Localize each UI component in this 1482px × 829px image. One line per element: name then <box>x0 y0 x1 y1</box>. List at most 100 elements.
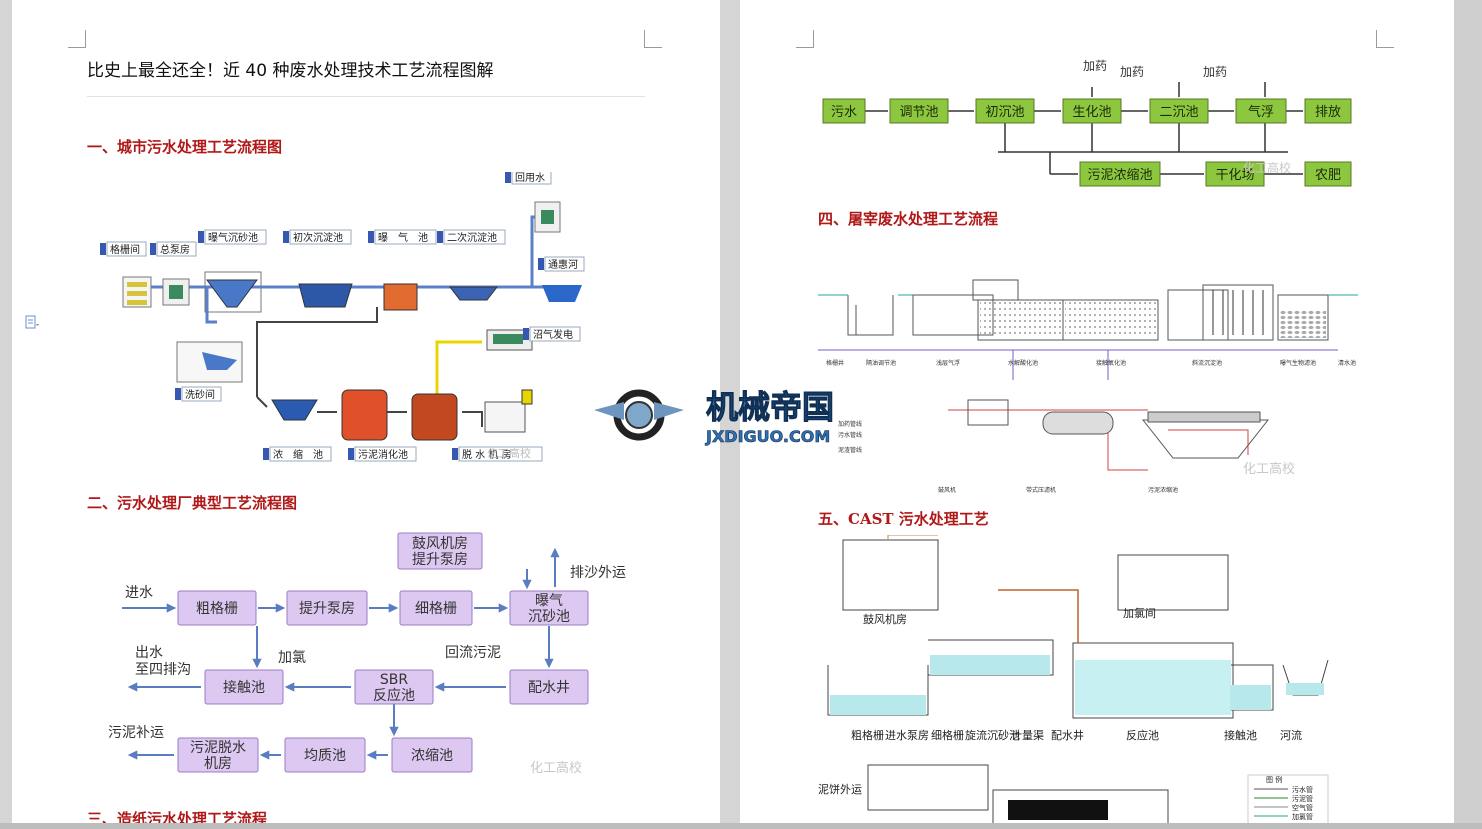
fig3-box <box>1205 161 1265 187</box>
fig2-arrowhead <box>284 682 295 692</box>
fig2-node-label: 鼓风机房 <box>412 536 468 552</box>
label-box <box>458 446 543 462</box>
fig3-box-label: 污水 <box>831 105 857 120</box>
fig4-label: 带式压滤机 <box>1026 486 1056 494</box>
fig5-label: 旋流沉砂池 <box>965 728 1020 742</box>
fig4-label: 曝气生物滤池 <box>1280 359 1316 367</box>
label-box <box>289 229 352 245</box>
vertical-scrollbar[interactable] <box>1454 0 1482 829</box>
fig3-box <box>822 98 866 124</box>
fig3-box-label: 二沉池 <box>1159 105 1198 120</box>
fig1-label: 总泵房 <box>160 243 190 256</box>
fig1-label: 二次沉淀池 <box>447 231 497 244</box>
figure-urban-sewage-flow: 格栅间总泵房曝气沉砂池初次沉淀池曝 气 池二次沉淀池回用水通惠河洗砂间沼气发电浓… <box>87 172 592 477</box>
watermark-text: 化工高校 <box>1243 461 1295 477</box>
fig3-box-label: 干化场 <box>1215 168 1254 183</box>
crop-mark <box>796 30 814 48</box>
fig2-node-label: 接触池 <box>223 679 265 696</box>
fig1-label: 污泥消化池 <box>358 448 408 461</box>
fig3-box-label: 气浮 <box>1248 104 1274 120</box>
fig2-annotation: 污泥补运 <box>108 725 164 741</box>
fig2-node <box>284 737 366 773</box>
site-watermark-logo: 机械帝国 JXDIGUO.COM <box>594 388 835 446</box>
fig2-arrowhead <box>544 658 554 669</box>
fig2-node <box>177 590 257 626</box>
fig5-legend-label: 加氯管 <box>1292 812 1313 821</box>
fig2-annotation: 加氯 <box>278 650 306 666</box>
fig1-label: 洗砂间 <box>185 388 215 401</box>
fig2-arrowhead <box>127 682 138 692</box>
fig2-node-label: 机房 <box>204 756 232 772</box>
fig2-arrowhead <box>127 750 138 760</box>
label-box <box>443 229 506 245</box>
page-left: 比史上最全还全！近 40 种废水处理技术工艺流程图解 一、城市污水处理工艺流程图 <box>12 0 720 829</box>
fig3-box-label: 初沉池 <box>985 105 1024 120</box>
fig5-legend-box <box>1247 774 1329 825</box>
fig2-node-label: 反应池 <box>373 687 415 704</box>
fig3-dosing-label: 加药 <box>1120 65 1144 79</box>
fig3-box <box>1235 98 1287 124</box>
fig4-label: 格栅井 <box>826 359 844 367</box>
label-marker <box>437 231 443 243</box>
fig4-label: 加药管线 <box>838 420 862 428</box>
watermark-text: 化工高校 <box>530 760 582 776</box>
fig3-dosing-label: 加药 <box>1083 59 1107 73</box>
fig2-annotation: 排沙外运 <box>570 565 626 581</box>
crop-mark <box>1376 30 1394 48</box>
page-right: 污水调节池初沉池生化池二沉池气浮排放污泥浓缩池干化场农肥加药加药加药 化工高校 … <box>740 0 1454 829</box>
fig2-arrowhead <box>259 750 270 760</box>
fig2-node-label: 提升泵房 <box>412 552 468 568</box>
figure-cast-process: 鼓风机房加氯间粗格栅进水泵房细格栅旋流沉砂池计量渠配水井反应池接触池河流泥饼外运… <box>818 535 1363 825</box>
fig3-box-label: 排放 <box>1315 105 1341 120</box>
label-box <box>204 229 267 245</box>
label-box <box>156 241 197 257</box>
fig2-node <box>177 737 259 773</box>
fig4-label: 接触氧化池 <box>1096 359 1126 367</box>
fig2-node-label: 细格栅 <box>415 601 457 617</box>
fig1-label: 沼气发电 <box>533 328 573 341</box>
watermark-name: 机械帝国 <box>706 388 834 426</box>
fig2-node-label: 浓缩池 <box>411 748 453 764</box>
fig4-label: 斜流沉淀池 <box>1192 359 1222 367</box>
watermark-text: 化工高校 <box>1243 160 1291 175</box>
watermark-text: 化工高校 <box>487 446 531 460</box>
fig2-arrowhead <box>166 603 177 613</box>
fig2-arrowhead <box>252 658 262 669</box>
fig4-label: 污泥浓缩池 <box>1148 486 1178 494</box>
fig2-annotation: 出水 <box>135 645 163 661</box>
figure-slaughter-wastewater-flow: 格栅井隔油调节池浅层气浮水解酸化池接触氧化池斜流沉淀池曝气生物滤池清水池加药管线… <box>818 240 1363 495</box>
crop-mark <box>644 30 662 48</box>
label-box <box>544 256 585 272</box>
document-icon[interactable] <box>25 315 39 330</box>
fig2-annotation: 回流污泥 <box>445 645 501 661</box>
fig3-box <box>1062 98 1122 124</box>
label-marker <box>150 243 156 255</box>
fig5-legend-label: 污泥管 <box>1292 794 1313 803</box>
fig5-legend-label: 空气管 <box>1292 803 1313 812</box>
title-divider <box>87 96 645 97</box>
fig5-label: 反应池 <box>1126 728 1159 742</box>
fig2-node <box>391 737 473 773</box>
fig4-label: 水解酸化池 <box>1008 359 1038 367</box>
fig1-label: 曝 气 池 <box>378 231 428 244</box>
fig5-label: 细格栅 <box>931 728 964 742</box>
fig5-label: 加氯间 <box>1123 606 1156 620</box>
fig1-labels: 格栅间总泵房曝气沉砂池初次沉淀池曝 气 池二次沉淀池回用水通惠河洗砂间沼气发电浓… <box>100 172 585 462</box>
label-marker <box>368 231 374 243</box>
label-box <box>269 446 332 462</box>
fig1-label: 初次沉淀池 <box>293 231 343 244</box>
label-box <box>511 172 552 185</box>
section-heading-5: 五、CAST 污水处理工艺 <box>818 510 989 528</box>
fig2-node-label: 粗格栅 <box>196 601 238 617</box>
label-marker <box>538 258 544 270</box>
label-marker <box>175 388 181 400</box>
fig4-label: 隔油调节池 <box>866 359 896 367</box>
crop-mark <box>68 30 86 48</box>
fig2-arrowhead <box>366 750 377 760</box>
label-marker <box>505 172 511 183</box>
fig2-node-label: 配水井 <box>528 680 570 696</box>
fig2-node-label: 均质池 <box>304 748 346 764</box>
label-box <box>354 446 417 462</box>
document-title: 比史上最全还全！近 40 种废水处理技术工艺流程图解 <box>87 61 494 81</box>
fig4-label: 浅层气浮 <box>936 359 960 367</box>
